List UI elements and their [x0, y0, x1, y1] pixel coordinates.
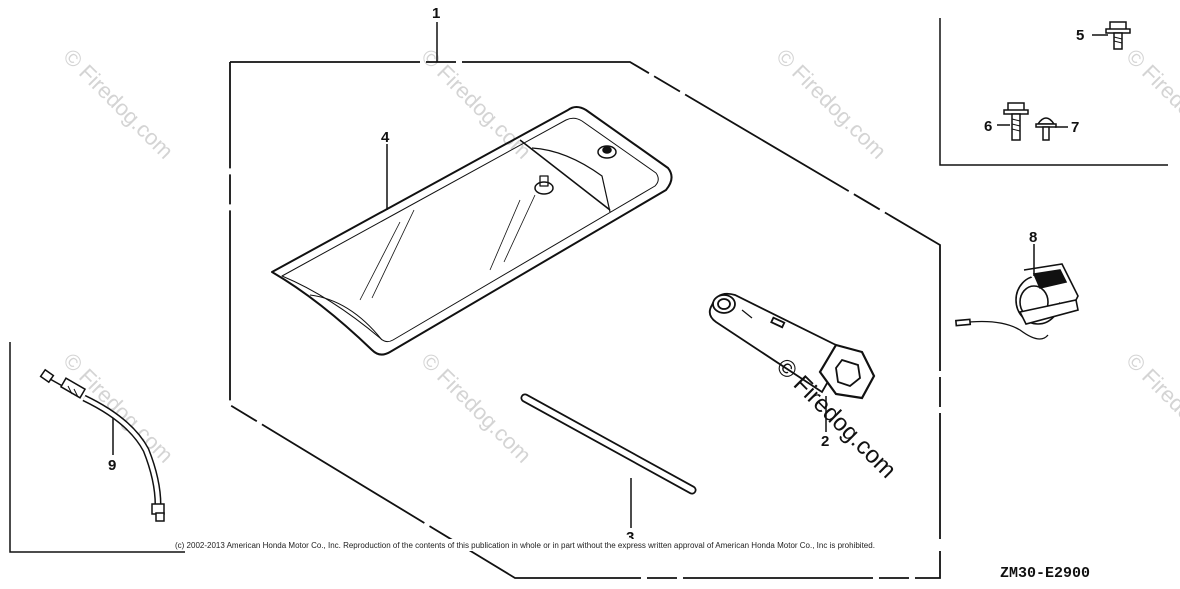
plug-switch	[954, 263, 1079, 340]
callout-4: 4	[381, 129, 390, 146]
part-code: ZM30-E2900	[1000, 565, 1090, 582]
callout-6: 6	[984, 118, 992, 135]
bolt-5	[1105, 21, 1131, 50]
watermark-3: © Firedog.com	[771, 44, 891, 164]
plug-wrench	[708, 292, 876, 400]
cable	[39, 368, 165, 522]
watermark-1: © Firedog.com	[58, 44, 178, 164]
copyright-backdrop	[172, 539, 1004, 551]
bolt-6	[1003, 102, 1029, 141]
callout-1: 1	[432, 5, 440, 22]
callout-2: 2	[821, 433, 829, 450]
callout-8: 8	[1029, 229, 1037, 246]
callout-5: 5	[1076, 27, 1084, 44]
watermark-7: © Firedog.com	[1121, 348, 1180, 468]
callout-9: 9	[108, 457, 116, 474]
tool-kit-outline	[229, 61, 941, 579]
screw-7	[1035, 117, 1057, 141]
callout-3: 3	[626, 529, 634, 546]
copyright-notice: (c) 2002-2013 American Honda Motor Co., …	[175, 541, 875, 550]
rod	[520, 393, 697, 495]
callout-7: 7	[1071, 119, 1079, 136]
cable-group-frame	[9, 342, 185, 553]
callout-labels: 1 2 3 4 5 6 7 8 9	[108, 5, 1084, 546]
watermark-4: © Firedog.com	[1121, 44, 1180, 164]
leader-lines	[112, 22, 1108, 528]
watermark-6: © Firedog.com	[416, 348, 536, 468]
watermark-5: © Firedog.com	[58, 348, 178, 468]
tool-bag	[271, 106, 673, 356]
bolt-group-frame	[939, 18, 1168, 166]
